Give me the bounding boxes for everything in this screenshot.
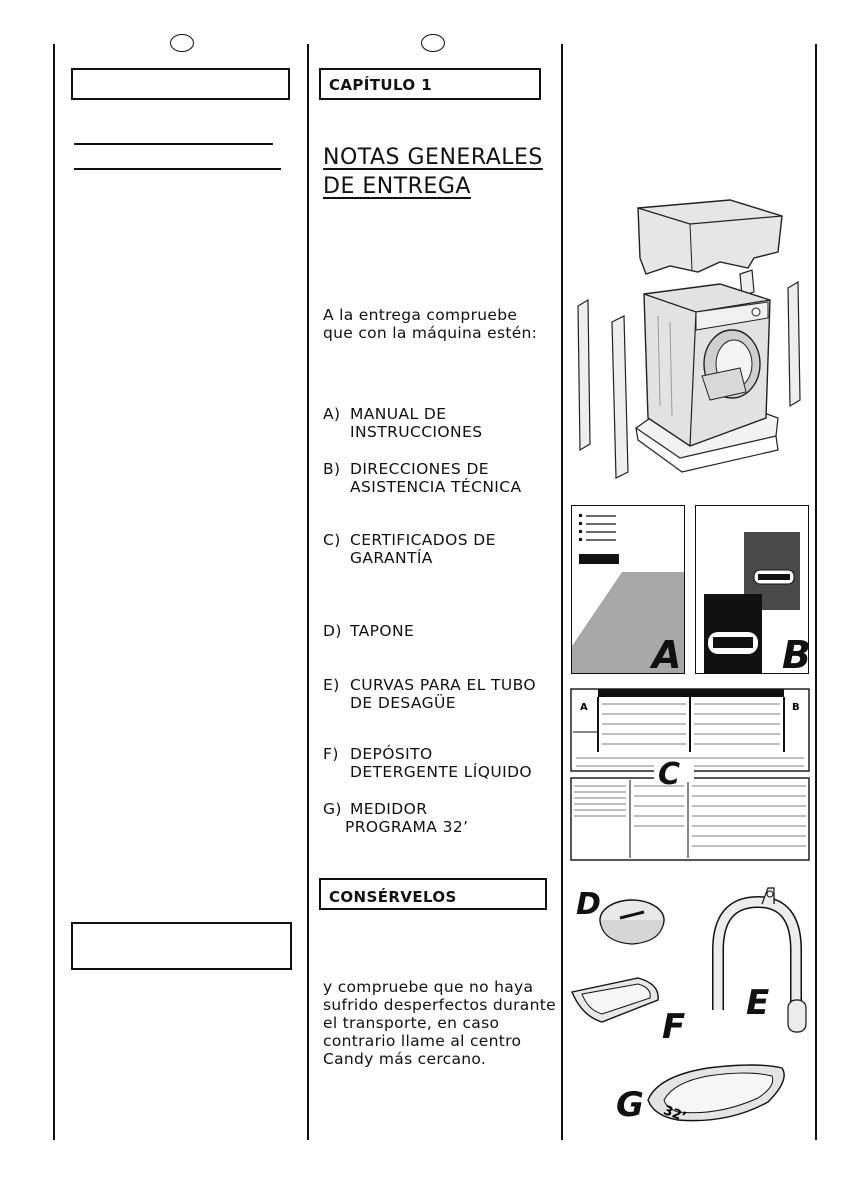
list-item-text-2: PROGRAMA 32’ (345, 818, 469, 836)
figure-label-g: G (616, 1085, 644, 1125)
list-item-text: MANUAL DE (350, 405, 447, 423)
intro-line2: que con la máquina estén: (323, 324, 538, 342)
closing-line4: contrario llame al centro (323, 1032, 522, 1050)
list-item-letter: E) (323, 676, 340, 694)
column-divider-3 (561, 44, 563, 1140)
list-item-e: E) CURVAS PARA EL TUBO DE DESAGÜE (323, 676, 536, 712)
list-item-d: D) TAPONE (323, 622, 414, 640)
closing-line3: el transporte, en caso (323, 1014, 500, 1032)
language-marker-left (170, 34, 194, 52)
measure-mark: 32’ (661, 1103, 688, 1125)
figure-label-d: D (576, 887, 601, 922)
page-title-line1: NOTAS GENERALES (323, 145, 543, 170)
column-divider-2 (307, 44, 309, 1140)
list-item-text-2: DE DESAGÜE (350, 694, 456, 712)
list-item-text: MEDIDOR (350, 800, 428, 818)
list-item-text-2: INSTRUCCIONES (350, 423, 483, 441)
left-chapter-box (71, 68, 290, 100)
figure-label-e: E (746, 983, 769, 1023)
keep-label: CONSÉRVELOS (329, 888, 457, 906)
figure-label-b: B (782, 633, 809, 674)
figure-label-f: F (662, 1007, 685, 1047)
cert-a-label: A (580, 702, 588, 713)
list-item-letter: F) (323, 745, 339, 763)
list-item-text-2: DETERGENTE LÍQUIDO (350, 763, 533, 781)
list-item-text: DIRECCIONES DE (350, 460, 489, 478)
left-keep-box (71, 922, 292, 970)
figure-label-c: C (658, 757, 680, 792)
chapter-label: CAPÍTULO 1 (329, 76, 433, 94)
manual-drawing: A (572, 514, 684, 674)
list-item-text: TAPONE (350, 622, 415, 640)
list-item-g: G) MEDIDOR PROGRAMA 32’ (323, 800, 468, 836)
accessories-illustration: D E F 32’ G (571, 887, 807, 1125)
left-title-rule-1 (74, 143, 273, 145)
list-item-f: F) DEPÓSITO DETERGENTE LÍQUIDO (323, 745, 532, 781)
closing-line5: Candy más cercano. (323, 1050, 487, 1068)
page-title-line2: DE ENTREGA (323, 174, 471, 199)
list-item-letter: D) (323, 622, 342, 640)
warranty-drawing: A B C (570, 688, 810, 861)
intro-line1: A la entrega compruebe (323, 306, 518, 324)
cert-b-label: B (792, 702, 800, 713)
figure-label-a: A (649, 633, 681, 674)
list-item-a: A) MANUAL DE INSTRUCCIONES (323, 405, 482, 441)
list-item-letter: B) (323, 460, 341, 478)
left-title-rule-2 (74, 168, 281, 170)
keep-box: CONSÉRVELOS (319, 878, 547, 910)
column-divider-1 (53, 44, 55, 1140)
manual-illustration: A (571, 505, 685, 674)
list-item-text-2: ASISTENCIA TÉCNICA (350, 478, 522, 496)
language-marker-right (421, 34, 445, 52)
service-addresses-illustration: B (695, 505, 809, 674)
list-item-text: DEPÓSITO (350, 745, 433, 763)
list-item-letter: G) (323, 800, 342, 818)
list-item-text: CURVAS PARA EL TUBO (350, 676, 537, 694)
washing-machine-illustration (577, 199, 801, 479)
list-item-text: CERTIFICADOS DE (350, 531, 496, 549)
list-item-letter: C) (323, 531, 341, 549)
chapter-box: CAPÍTULO 1 (319, 68, 541, 100)
list-item-c: C) CERTIFICADOS DE GARANTÍA (323, 531, 496, 567)
list-item-letter: A) (323, 405, 341, 423)
list-item-text-2: GARANTÍA (350, 549, 433, 567)
column-divider-4 (815, 44, 817, 1140)
closing-line1: y compruebe que no haya (323, 978, 534, 996)
closing-line2: sufrido desperfectos durante (323, 996, 556, 1014)
service-addresses-drawing: B (704, 532, 809, 674)
list-item-b: B) DIRECCIONES DE ASISTENCIA TÉCNICA (323, 460, 522, 496)
warranty-certificates-illustration: A B C (570, 688, 810, 862)
